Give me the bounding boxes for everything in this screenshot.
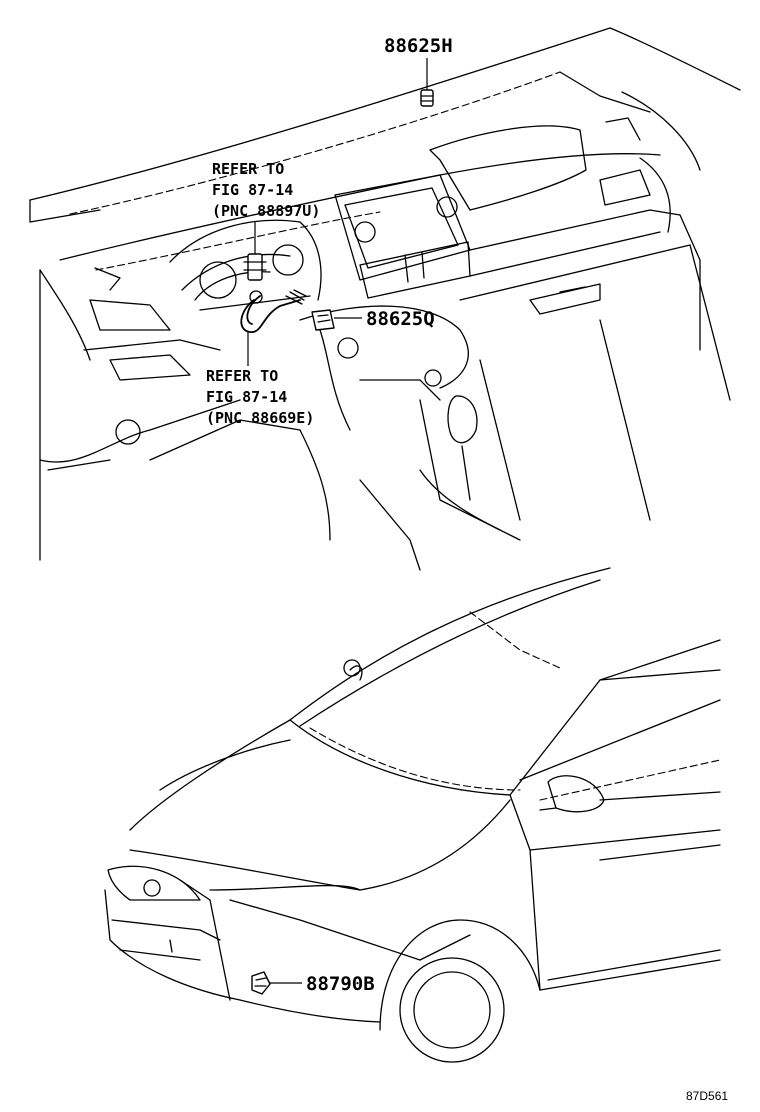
part-88625Q: 88625Q xyxy=(311,308,435,331)
part-88790B: 88790B xyxy=(251,971,375,995)
label-88790B: 88790B xyxy=(306,973,375,995)
refer-mid-callout: REFER TO FIG 87-14 (PNC 88669E) xyxy=(206,367,314,427)
refer-top-line2: FIG 87-14 xyxy=(212,181,293,199)
refer-mid-line3: (PNC 88669E) xyxy=(206,409,314,427)
refer-mid-line2: FIG 87-14 xyxy=(206,388,287,406)
dashboard-drawing xyxy=(29,27,741,571)
car-drawing xyxy=(104,567,721,1063)
refer-top-callout: REFER TO FIG 87-14 (PNC 88897U) xyxy=(212,160,320,220)
part-88625H: 88625H xyxy=(384,35,453,107)
refer-top-line1: REFER TO xyxy=(212,160,284,178)
hose-88669E xyxy=(240,289,307,366)
diagram-code: 87D561 xyxy=(686,1089,728,1103)
sensor-88897U xyxy=(243,222,267,281)
refer-mid-line1: REFER TO xyxy=(206,367,278,385)
refer-top-line3: (PNC 88897U) xyxy=(212,202,320,220)
label-88625Q: 88625Q xyxy=(366,308,435,330)
label-88625H: 88625H xyxy=(384,35,453,57)
